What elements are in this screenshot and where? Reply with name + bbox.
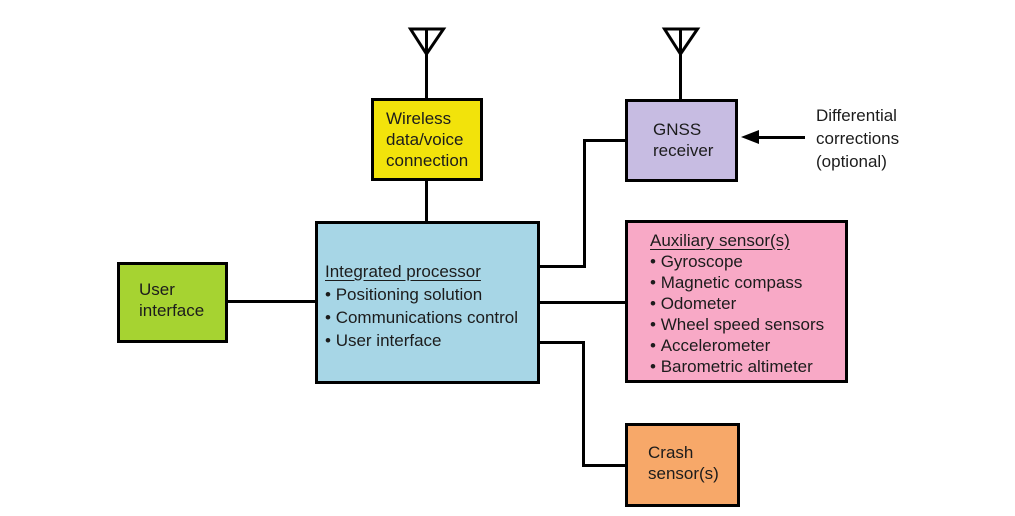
list-item: Odometer [650, 293, 841, 314]
list-item: Gyroscope [650, 251, 841, 272]
differential-corrections-label: Differential corrections (optional) [816, 104, 899, 173]
box-label-line: Wireless [386, 109, 452, 128]
connector-processor-crash [582, 464, 625, 467]
auxiliary-bullet-list: Gyroscope Magnetic compass Odometer Whee… [650, 251, 841, 377]
antenna-icon [661, 27, 701, 99]
list-item: Positioning solution [325, 283, 533, 306]
annotation-line: Differential [816, 106, 897, 125]
list-item: Accelerometer [650, 335, 841, 356]
auxiliary-sensors-box: Auxiliary sensor(s) Gyroscope Magnetic c… [625, 220, 848, 383]
list-item: Wheel speed sensors [650, 314, 841, 335]
box-title: Auxiliary sensor(s) [650, 231, 790, 250]
user-interface-box: User interface [117, 262, 228, 343]
box-label-line: data/voice [386, 130, 464, 149]
connector-processor-auxiliary [540, 301, 625, 304]
wireless-connection-box: Wireless data/voice connection [371, 98, 483, 181]
box-label-line: User [139, 280, 175, 299]
list-item: Magnetic compass [650, 272, 841, 293]
antenna-icon [407, 27, 447, 98]
list-item: User interface [325, 329, 533, 352]
box-label-line: sensor(s) [648, 464, 719, 483]
crash-sensors-box: Crash sensor(s) [625, 423, 740, 507]
box-title: Integrated processor [325, 262, 481, 281]
integrated-processor-box: Integrated processor Positioning solutio… [315, 221, 540, 384]
connector-processor-gnss [583, 139, 625, 142]
box-label-line: receiver [653, 141, 714, 160]
connector-differential-gnss [756, 136, 805, 139]
connector-processor-gnss [540, 265, 586, 268]
annotation-line: (optional) [816, 152, 887, 171]
annotation-line: corrections [816, 129, 900, 148]
box-label-line: Crash [648, 443, 694, 462]
box-label-line: connection [386, 151, 469, 170]
box-label-line: GNSS [653, 120, 702, 139]
arrowhead-left-icon [741, 130, 759, 144]
list-item: Communications control [325, 306, 533, 329]
connector-processor-crash [540, 341, 585, 344]
connector-processor-gnss [583, 139, 586, 268]
connector-user-processor [228, 300, 315, 303]
box-label-line: interface [139, 301, 205, 320]
processor-bullet-list: Positioning solution Communications cont… [325, 283, 533, 352]
gnss-receiver-box: GNSS receiver [625, 99, 738, 182]
connector-wireless-processor [425, 181, 428, 221]
list-item: Barometric altimeter [650, 356, 841, 377]
connector-processor-crash [582, 341, 585, 467]
